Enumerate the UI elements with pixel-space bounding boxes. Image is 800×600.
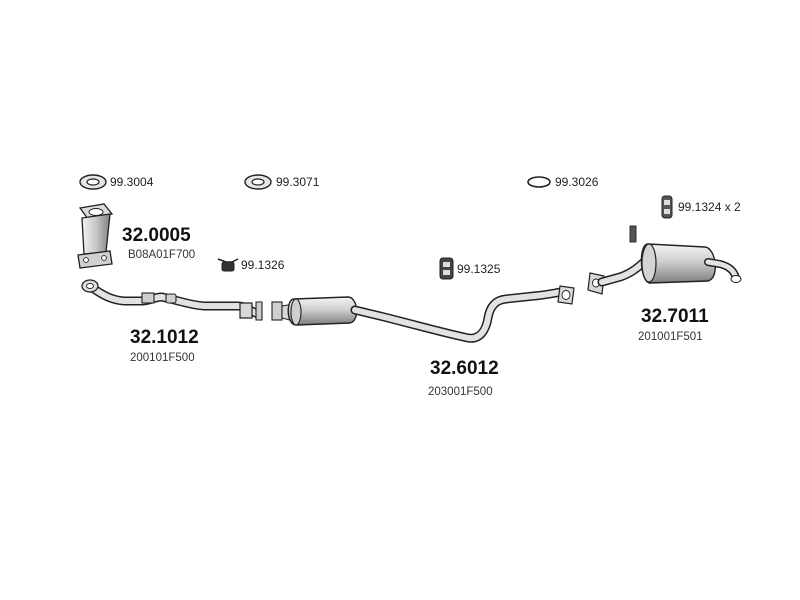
gasket-ring-icon bbox=[79, 174, 107, 190]
gasket-label: 99.3004 bbox=[110, 175, 154, 189]
gasket-label: 99.3026 bbox=[555, 175, 599, 189]
front-pipe bbox=[81, 279, 263, 321]
front-pipe-part-number: 32.1012 bbox=[130, 327, 199, 348]
rear-silencer-part-number: 32.7011 bbox=[641, 306, 709, 327]
gasket-label: 99.3071 bbox=[276, 175, 320, 189]
middle-silencer-part-number: 32.6012 bbox=[430, 358, 499, 379]
middle-silencer-reference: 203001F500 bbox=[428, 386, 493, 398]
front-pipe-reference: 200101F500 bbox=[130, 352, 195, 364]
rubber-mount-icon bbox=[439, 257, 454, 280]
gasket-ring-icon bbox=[244, 174, 272, 190]
catalyst-part-number: 32.0005 bbox=[122, 225, 191, 246]
mount-label: 99.1325 bbox=[457, 262, 501, 276]
gasket-ring-icon bbox=[527, 176, 551, 188]
mount-label: 99.1324 x 2 bbox=[678, 200, 741, 214]
rubber-mount-icon bbox=[661, 195, 673, 219]
rear-silencer bbox=[587, 225, 742, 295]
mount-label: 99.1326 bbox=[241, 258, 285, 272]
middle-silencer bbox=[271, 285, 575, 343]
rear-silencer-reference: 201001F501 bbox=[638, 331, 703, 343]
hanger-clip-icon bbox=[217, 258, 239, 272]
catalytic-converter bbox=[77, 203, 114, 269]
catalyst-reference: B08A01F700 bbox=[128, 249, 196, 261]
